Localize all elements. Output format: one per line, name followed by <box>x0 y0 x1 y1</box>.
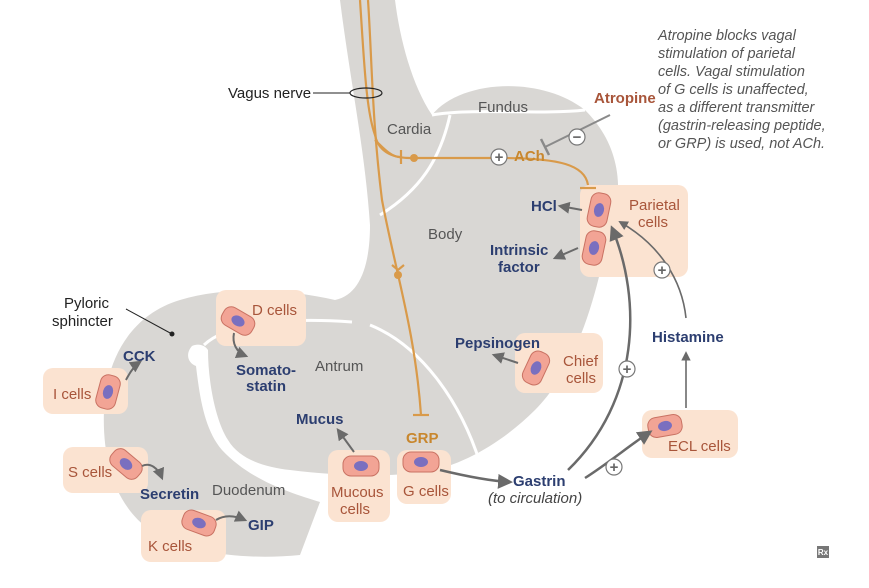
vagus-fiber-main <box>366 0 423 416</box>
mucous-cells-label-2: cells <box>340 501 370 518</box>
gastrin-arrow <box>439 468 513 489</box>
pepsinogen-label: Pepsinogen <box>455 335 540 352</box>
parietal-cell-1 <box>586 192 612 228</box>
parietal-cells-label-1: Parietal <box>629 197 680 214</box>
gastrin-parietal-plus-circle: + <box>618 360 636 378</box>
rx-logo-box <box>817 546 829 558</box>
ecl-cell <box>647 413 683 439</box>
ach-label: ACh <box>514 148 545 165</box>
somatostatin-label-1: Somato- <box>236 362 296 379</box>
vagus-ellipse <box>349 87 383 99</box>
pyloric-label-2: sphincter <box>52 313 113 330</box>
mucus-arrow <box>336 428 355 453</box>
cck-arrow <box>125 360 142 381</box>
gastrin-ecl-plus-circle: + <box>605 458 623 476</box>
antrum-label: Antrum <box>315 358 363 375</box>
parietal-cell-2 <box>581 230 607 266</box>
fundus-label: Fundus <box>478 99 528 116</box>
note-line-1: Atropine blocks vagal <box>657 28 797 44</box>
pyloric-label-1: Pyloric <box>64 295 110 312</box>
gastrin-to-parietal <box>567 225 632 471</box>
cardia-border <box>379 114 452 217</box>
intrinsic-factor-label-2: factor <box>498 259 540 276</box>
pyloric-pointer <box>125 308 173 335</box>
k-cells-label: K cells <box>148 538 192 555</box>
ach-plus-circle: + <box>490 148 508 166</box>
gastrin-label: Gastrin <box>513 473 566 490</box>
k-cell <box>181 509 217 537</box>
svg-text:+: + <box>610 459 619 476</box>
antrum-border <box>369 323 482 464</box>
body-label: Body <box>428 226 463 243</box>
gip-label: GIP <box>248 517 274 534</box>
note-line-5: as a different transmitter <box>658 100 816 116</box>
note-line-3: cells. Vagal stimulation <box>658 64 805 80</box>
to-circulation-label: (to circulation) <box>488 490 582 507</box>
i-cell <box>95 374 121 410</box>
note-line-2: stimulation of parietal <box>658 46 796 62</box>
duodenum-label: Duodenum <box>212 482 285 499</box>
rx-logo: Rx <box>818 548 829 557</box>
intrinsic-factor-label-1: Intrinsic <box>490 242 548 259</box>
chief-cells-label-1: Chief <box>563 353 599 370</box>
note-line-6: (gastrin-releasing peptide, <box>658 118 826 134</box>
secretin-arrow <box>141 463 165 481</box>
s-cells-label: S cells <box>68 464 112 481</box>
fundus-border <box>431 108 586 117</box>
gip-arrow <box>215 510 248 522</box>
vagus-nerve-label: Vagus nerve <box>228 85 311 102</box>
s-cell <box>109 448 143 480</box>
ganglion-body <box>394 271 402 279</box>
g-cell <box>402 451 440 473</box>
hcl-label: HCl <box>531 198 557 215</box>
i-cells-label: I cells <box>53 386 91 403</box>
g-cells-label: G cells <box>403 483 449 500</box>
histamine-plus-circle: + <box>653 261 671 279</box>
intrinsic-arrow <box>552 247 579 260</box>
hcl-arrow <box>557 201 583 214</box>
chief-cell <box>521 350 551 386</box>
mucous-cells-label-1: Mucous <box>331 484 384 501</box>
mucus-label: Mucus <box>296 411 344 428</box>
mucous-cell <box>342 455 380 477</box>
vagus-fiber-parietal <box>358 0 590 186</box>
cardia-label: Cardia <box>387 121 432 138</box>
vagus-fiber-cardia <box>374 139 401 159</box>
svg-text:−: − <box>573 129 582 146</box>
synapse-body <box>391 264 405 272</box>
ganglion-cardia <box>410 154 418 162</box>
pyloric-dot <box>169 331 175 337</box>
note-line-7: or GRP) is used, not ACh. <box>658 136 825 152</box>
atropine-bar <box>539 138 551 156</box>
chief-cells-label-2: cells <box>566 370 596 387</box>
pepsinogen-arrow <box>491 352 519 364</box>
somatostatin-arrow <box>232 332 249 358</box>
svg-text:+: + <box>623 361 632 378</box>
atropine-minus-circle: − <box>568 128 586 146</box>
histamine-label: Histamine <box>652 329 724 346</box>
d-cells-label: D cells <box>252 302 297 319</box>
ecl-cells-label: ECL cells <box>668 438 731 455</box>
parietal-cells-label-2: cells <box>638 214 668 231</box>
somatostatin-label-2: statin <box>246 378 286 395</box>
stomach-shape <box>103 0 619 557</box>
svg-text:+: + <box>658 262 667 279</box>
gastrin-to-ecl <box>584 430 653 480</box>
secretin-label: Secretin <box>140 486 199 503</box>
grp-label: GRP <box>406 430 439 447</box>
cck-label: CCK <box>123 348 156 365</box>
atropine-label: Atropine <box>594 90 656 107</box>
svg-text:+: + <box>495 149 504 166</box>
note-line-4: of G cells is unaffected, <box>658 82 809 98</box>
d-cell <box>220 306 256 336</box>
